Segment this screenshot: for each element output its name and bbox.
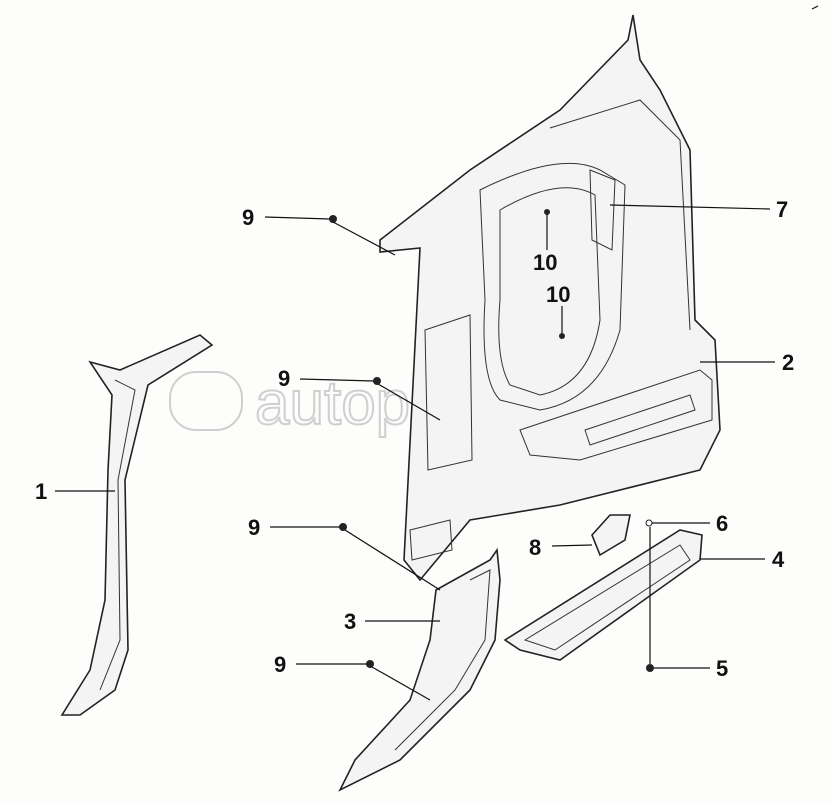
leader-lines — [55, 5, 819, 701]
callout-5: 5 — [716, 656, 728, 681]
callout-10: 10 — [546, 282, 570, 307]
callout-7: 7 — [776, 197, 788, 222]
callout-2: 2 — [782, 350, 794, 375]
callout-9: 9 — [248, 515, 260, 540]
part-8-bracket — [591, 514, 631, 557]
part-3-lower-trim — [338, 547, 501, 792]
fastener-icons — [329, 209, 654, 672]
callout-10: 10 — [533, 250, 557, 275]
callout-9: 9 — [274, 652, 286, 677]
callout-6: 6 — [716, 511, 728, 536]
callout-9: 9 — [242, 205, 254, 230]
callout-9: 9 — [278, 366, 290, 391]
callout-8: 8 — [529, 535, 541, 560]
part-4-sill-tray — [503, 529, 703, 661]
part-1-pillar-trim — [60, 334, 214, 716]
part-2-quarter-panel — [379, 14, 721, 582]
callout-3: 3 — [344, 609, 356, 634]
callout-1: 1 — [35, 479, 47, 504]
callout-4: 4 — [772, 547, 785, 572]
